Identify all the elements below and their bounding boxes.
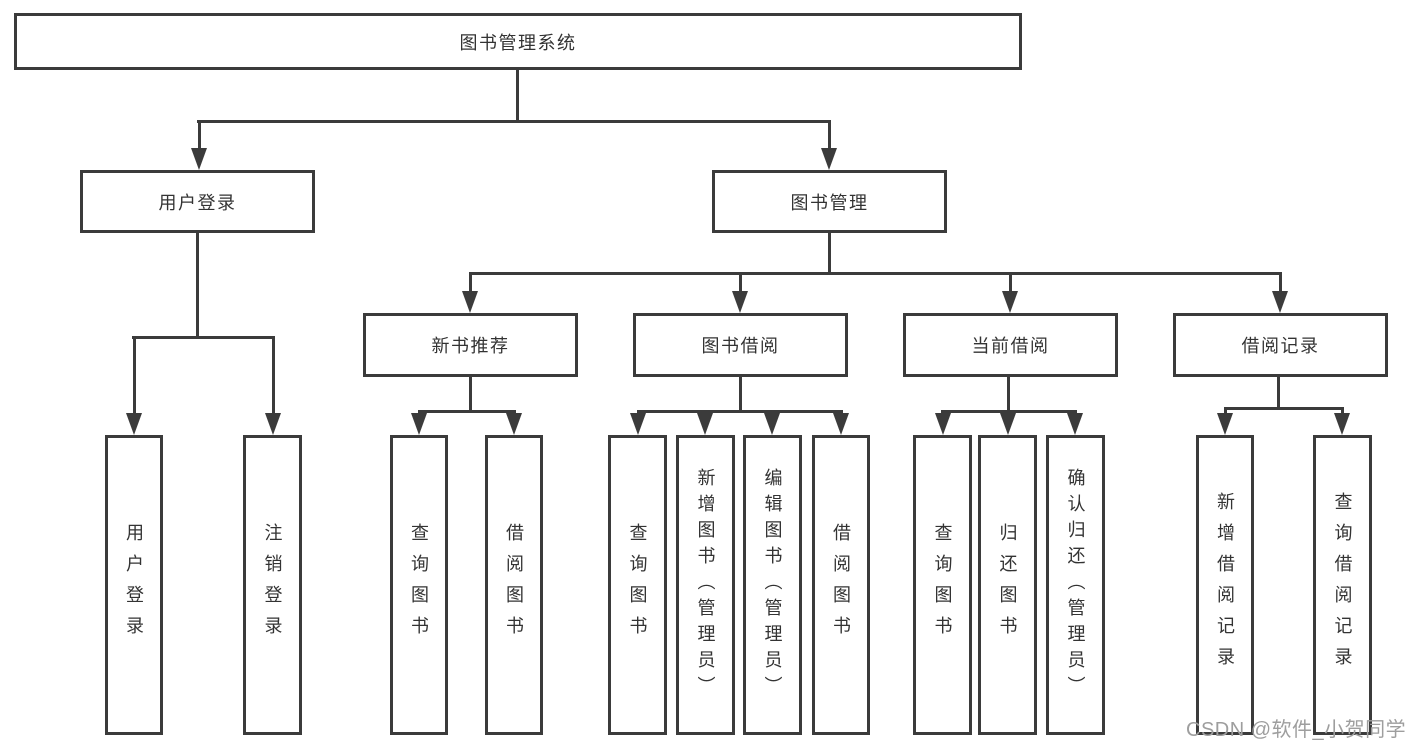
leaf-query-books-recommend-label: 查询图书 <box>409 523 429 647</box>
down-arrow-icon <box>1002 291 1018 313</box>
connector-line <box>1224 407 1344 410</box>
node-user-login-label: 用户登录 <box>158 192 237 213</box>
node-book-borrow-label: 图书借阅 <box>701 336 780 356</box>
node-current-borrow-label: 当前借阅 <box>971 336 1050 356</box>
node-new-book-recommend-label: 新书推荐 <box>431 336 510 356</box>
down-arrow-icon <box>1067 413 1083 435</box>
down-arrow-icon <box>764 413 780 435</box>
leaf-borrow-books-recommend: 借阅图书 <box>485 435 543 735</box>
connector-line <box>469 272 472 294</box>
down-arrow-icon <box>462 291 478 313</box>
node-user-login: 用户登录 <box>80 170 315 233</box>
connector-line <box>1277 377 1280 410</box>
node-book-borrow: 图书借阅 <box>633 313 848 377</box>
down-arrow-icon <box>126 413 142 435</box>
connector-line <box>196 233 199 339</box>
node-root: 图书管理系统 <box>14 13 1022 70</box>
down-arrow-icon <box>833 413 849 435</box>
leaf-confirm-return-admin: 确认归还（管理员） <box>1046 435 1105 735</box>
leaf-add-borrow-record-label: 新增借阅记录 <box>1215 492 1235 678</box>
leaf-logout: 注销登录 <box>243 435 302 735</box>
leaf-query-books-current: 查询图书 <box>913 435 972 735</box>
leaf-confirm-return-admin-label: 确认归还（管理员） <box>1065 468 1086 702</box>
down-arrow-icon <box>506 413 522 435</box>
leaf-return-books: 归还图书 <box>978 435 1037 735</box>
down-arrow-icon <box>1334 413 1350 435</box>
leaf-query-borrow-record: 查询借阅记录 <box>1313 435 1372 735</box>
leaf-add-borrow-record: 新增借阅记录 <box>1196 435 1254 735</box>
connector-line <box>469 272 1282 275</box>
connector-line <box>469 377 472 413</box>
connector-line <box>828 120 831 150</box>
down-arrow-icon <box>630 413 646 435</box>
connector-line <box>197 120 831 123</box>
leaf-query-borrow-record-label: 查询借阅记录 <box>1332 492 1353 678</box>
connector-line <box>1224 407 1227 417</box>
down-arrow-icon <box>1217 413 1233 435</box>
node-book-management-label: 图书管理 <box>790 192 869 213</box>
connector-line <box>198 120 201 150</box>
connector-line <box>418 410 516 413</box>
leaf-query-books-borrow: 查询图书 <box>608 435 667 735</box>
node-book-management: 图书管理 <box>712 170 947 233</box>
down-arrow-icon <box>821 148 837 170</box>
leaf-query-books-current-label: 查询图书 <box>932 523 953 647</box>
leaf-return-books-label: 归还图书 <box>997 523 1018 647</box>
connector-line <box>132 336 274 339</box>
connector-line <box>1341 407 1344 417</box>
leaf-borrow-books-label: 借阅图书 <box>831 523 851 647</box>
connector-line <box>828 233 831 275</box>
leaf-edit-books-admin: 编辑图书（管理员） <box>743 435 802 735</box>
leaf-logout-label: 注销登录 <box>262 523 283 647</box>
connector-line <box>1009 272 1012 294</box>
down-arrow-icon <box>1000 413 1016 435</box>
connector-line <box>272 336 275 416</box>
connector-line <box>1279 272 1282 294</box>
down-arrow-icon <box>191 148 207 170</box>
leaf-borrow-books: 借阅图书 <box>812 435 870 735</box>
node-borrow-record-label: 借阅记录 <box>1241 336 1320 356</box>
connector-line <box>739 377 742 413</box>
down-arrow-icon <box>411 413 427 435</box>
connector-line <box>1007 377 1010 413</box>
down-arrow-icon <box>732 291 748 313</box>
connector-line <box>941 410 1077 413</box>
down-arrow-icon <box>265 413 281 435</box>
node-borrow-record: 借阅记录 <box>1173 313 1388 377</box>
csdn-watermark: CSDN @软件_小贺同学 <box>1186 719 1405 741</box>
leaf-query-books-recommend: 查询图书 <box>390 435 448 735</box>
connector-line <box>516 70 519 122</box>
node-new-book-recommend: 新书推荐 <box>363 313 578 377</box>
leaf-borrow-books-recommend-label: 借阅图书 <box>504 523 524 647</box>
down-arrow-icon <box>1272 291 1288 313</box>
down-arrow-icon <box>935 413 951 435</box>
connector-line <box>133 336 136 416</box>
down-arrow-icon <box>697 413 713 435</box>
leaf-add-books-admin: 新增图书（管理员） <box>676 435 735 735</box>
leaf-query-books-borrow-label: 查询图书 <box>627 523 648 647</box>
node-current-borrow: 当前借阅 <box>903 313 1118 377</box>
connector-line <box>637 410 843 413</box>
leaf-user-login: 用户登录 <box>105 435 163 735</box>
leaf-add-books-admin-label: 新增图书（管理员） <box>695 468 716 702</box>
leaf-edit-books-admin-label: 编辑图书（管理员） <box>762 468 783 702</box>
node-root-label: 图书管理系统 <box>459 32 577 53</box>
leaf-user-login-label: 用户登录 <box>124 523 144 647</box>
connector-line <box>739 272 742 294</box>
